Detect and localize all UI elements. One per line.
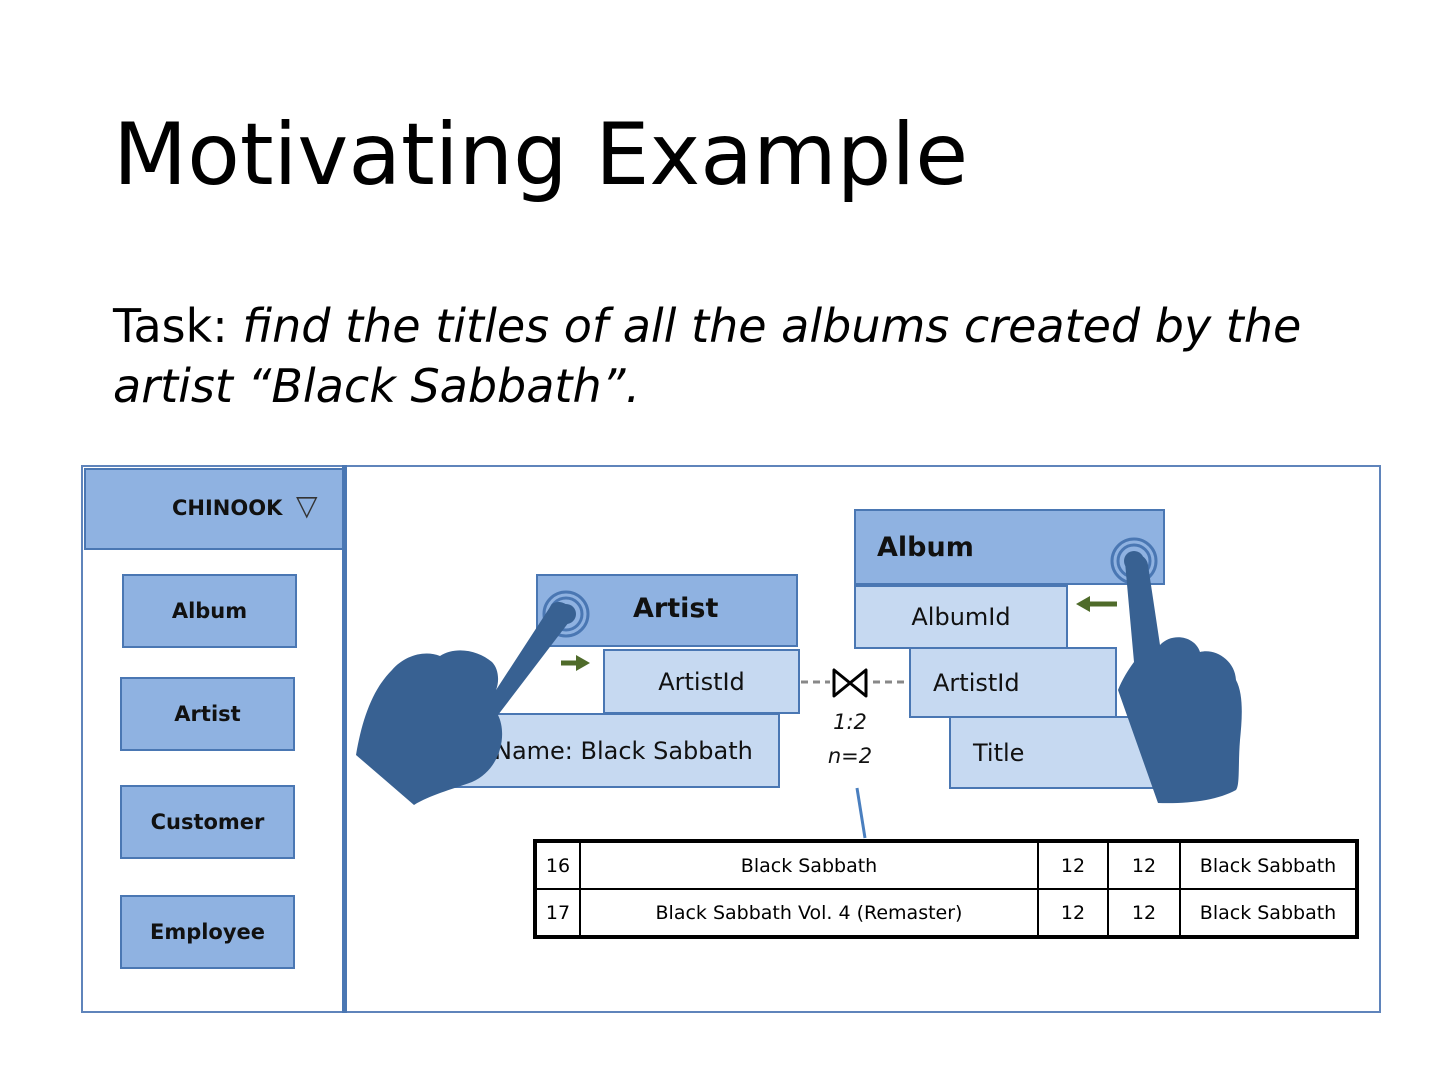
table-sidebar — [81, 465, 347, 1013]
join-icon[interactable] — [832, 668, 868, 698]
sidebar-table-album[interactable]: Album — [122, 574, 297, 648]
query-builder-window — [81, 465, 1381, 1013]
artist-table-header[interactable]: Artist — [536, 574, 798, 647]
task-prefix: Task: — [113, 299, 243, 353]
slide-title: Motivating Example — [113, 105, 969, 205]
album-table-title: Album — [877, 532, 974, 563]
table-cell: 17 — [534, 888, 581, 938]
table-cell: Black Sabbath Vol. 4 (Remaster) — [579, 888, 1039, 938]
table-cell: 12 — [1037, 840, 1109, 890]
table-cell: Black Sabbath — [579, 840, 1039, 890]
album-field-artistid[interactable]: ArtistId — [909, 647, 1117, 718]
album-field-albumid[interactable]: AlbumId — [854, 585, 1068, 649]
table-cell: 12 — [1107, 888, 1181, 938]
join-count: n=2 — [827, 744, 873, 768]
join-ratio: 1:2 — [833, 710, 867, 734]
triangle-down-icon[interactable]: ▽ — [296, 490, 318, 521]
table-cell: 12 — [1037, 888, 1109, 938]
database-name: CHINOOK — [172, 496, 283, 520]
task-description: find the titles of all the albums create… — [113, 299, 1302, 413]
album-table-header[interactable]: Album — [854, 509, 1165, 585]
result-pointer-line — [855, 787, 867, 839]
artist-field-artistid[interactable]: ArtistId — [603, 649, 800, 714]
right-hand-pointer-icon — [1118, 554, 1242, 804]
table-row[interactable]: 17 Black Sabbath Vol. 4 (Remaster) 12 12… — [534, 888, 1358, 938]
database-selector[interactable]: CHINOOK ▽ — [84, 468, 344, 550]
table-row[interactable]: 16 Black Sabbath 12 12 Black Sabbath — [534, 840, 1358, 890]
table-cell: 16 — [534, 840, 581, 890]
left-hand-pointer-icon — [356, 601, 573, 805]
artist-table-title: Artist — [633, 593, 719, 624]
sidebar-table-artist[interactable]: Artist — [120, 677, 295, 751]
sidebar-table-customer[interactable]: Customer — [120, 785, 295, 859]
task-text: Task: find the titles of all the albums … — [113, 296, 1373, 416]
table-cell: 12 — [1107, 840, 1181, 890]
arrow-left-icon — [1076, 596, 1117, 612]
arrow-right-icon — [561, 655, 590, 671]
artist-field-name[interactable]: Name: Black Sabbath — [448, 713, 780, 788]
table-cell: Black Sabbath — [1179, 888, 1358, 938]
sidebar-table-employee[interactable]: Employee — [120, 895, 295, 969]
result-table: 16 Black Sabbath 12 12 Black Sabbath 17 … — [533, 839, 1359, 939]
table-cell: Black Sabbath — [1179, 840, 1358, 890]
